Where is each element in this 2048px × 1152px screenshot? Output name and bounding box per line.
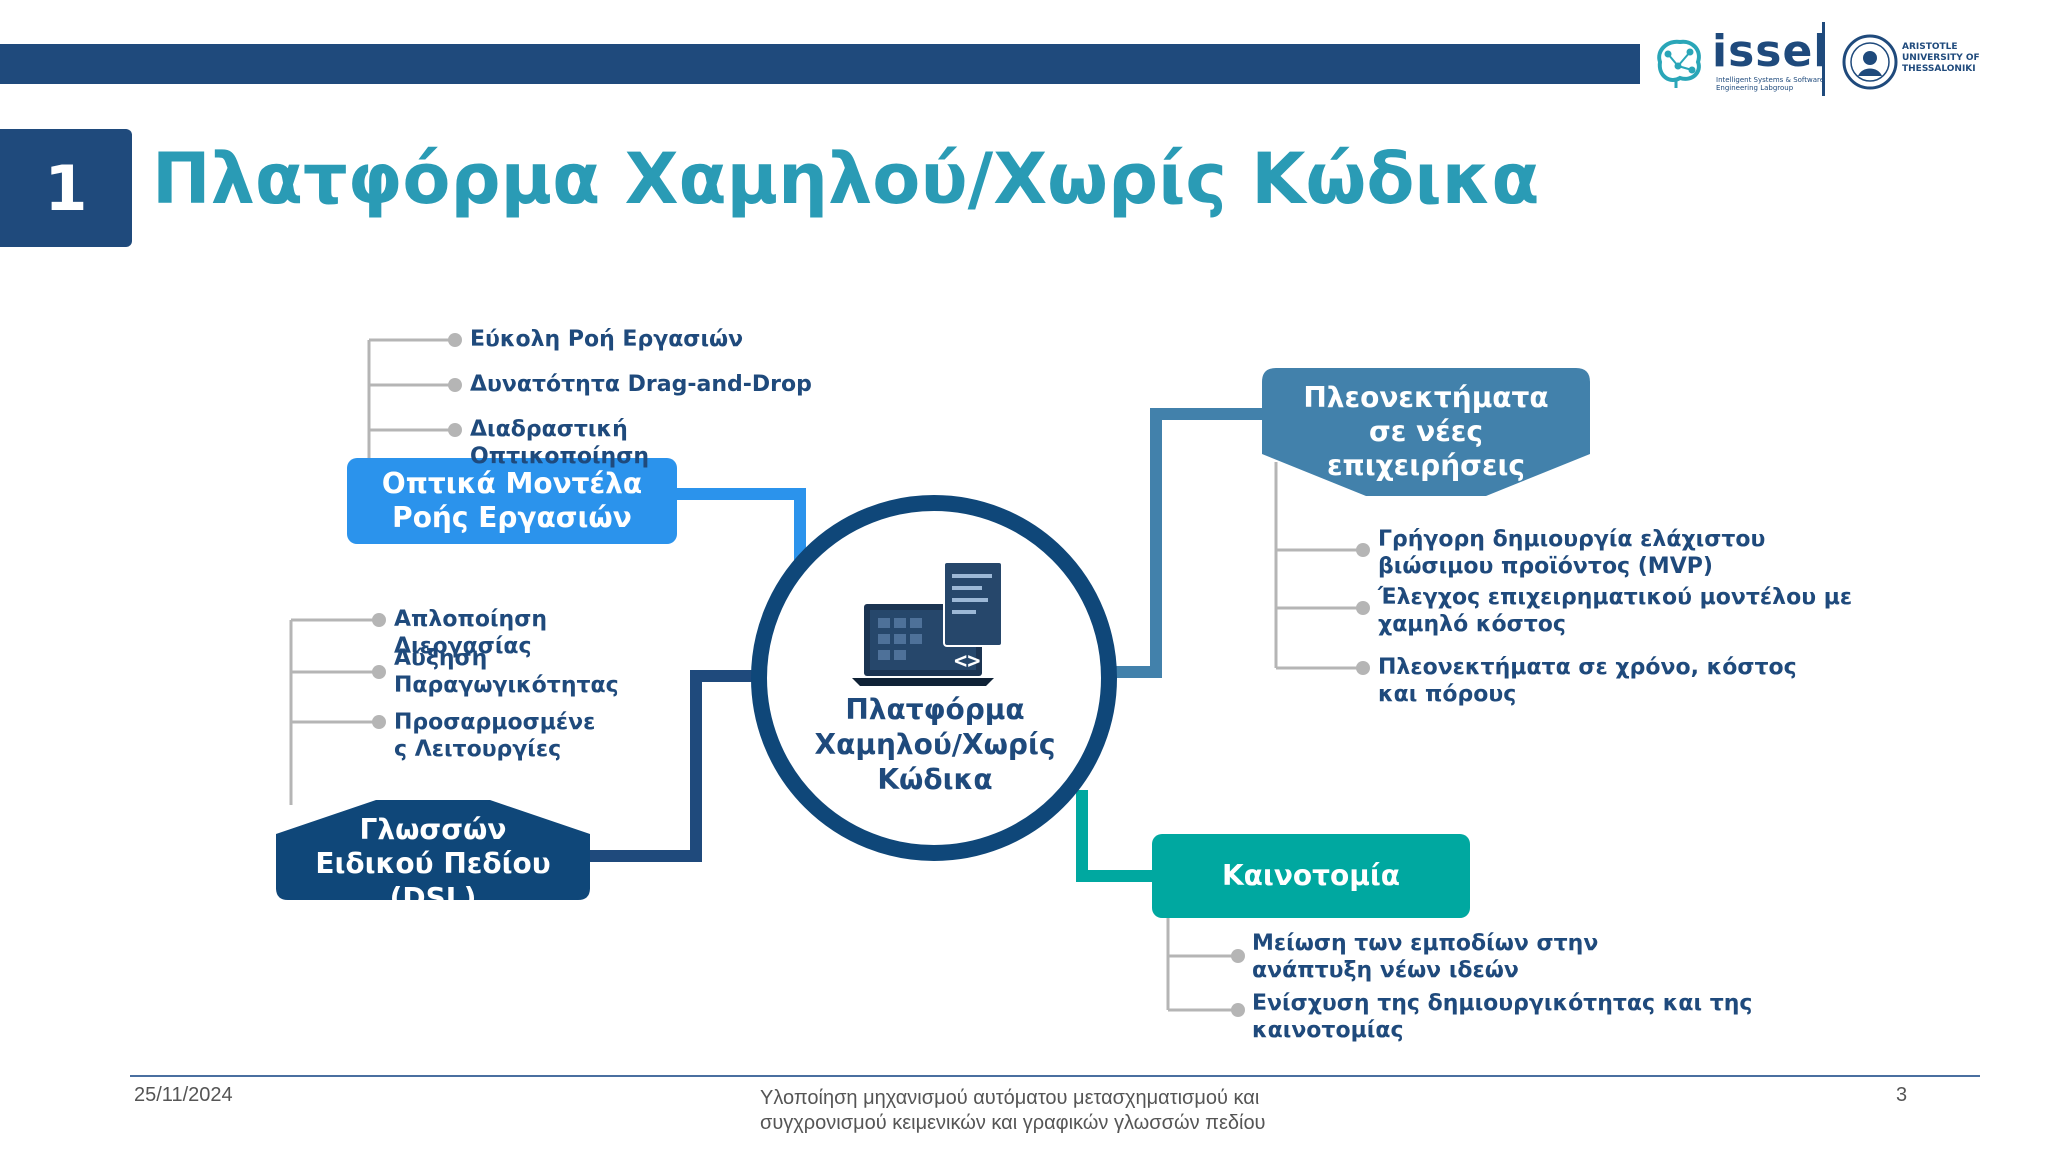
advantages-label: Πλεονεκτήματα σε νέες επιχειρήσεις <box>1303 381 1549 482</box>
advantages-item-1: Γρήγορη δημιουργία ελάχιστου βιώσιμου πρ… <box>1378 527 1766 579</box>
visual-item-3: Διαδραστική Οπτικοποίηση <box>470 417 650 469</box>
page-number: 3 <box>1896 1084 1908 1106</box>
advantages-item-3: Πλεονεκτήματα σε χρόνο, κόστος και πόρου… <box>1378 655 1797 707</box>
slide-number: 1 <box>0 129 132 247</box>
center-label: Πλατφόρμα Χαμηλού/Χωρίς Κώδικα <box>814 693 1056 796</box>
dsl-connector <box>590 670 762 862</box>
footer-caption: Υλοποίηση μηχανισμού αυτόματου μετασχημα… <box>760 1087 1266 1134</box>
issel-subtitle: Intelligent Systems & Software Engineeri… <box>1716 76 1825 92</box>
advantages-node[interactable]: Πλεονεκτήματα σε νέες επιχειρήσεις <box>1262 368 1590 496</box>
bullet-dots <box>372 333 1370 1017</box>
issel-logo-icon <box>1657 39 1701 88</box>
advantages-node-shape <box>1262 368 1590 496</box>
footer-date: 25/11/2024 <box>134 1084 233 1106</box>
header-bar <box>0 44 1640 84</box>
dsl-item-bracket <box>289 618 376 805</box>
university-seal-icon <box>1842 34 1898 90</box>
advantages-item-bracket <box>1274 462 1360 670</box>
visual-item-2: Δυνατότητα Drag-and-Drop <box>470 372 812 397</box>
dsl-item-2: Αύξηση Παραγωγικότητας <box>394 646 619 698</box>
advantages-item-2: Έλεγχος επιχειρηματικού μοντέλου με χαμη… <box>1378 585 1853 637</box>
innovation-item-2: Ενίσχυση της δημιουργικότητας και της κα… <box>1252 991 1753 1043</box>
logo-group: issel Intelligent Systems & Software Eng… <box>1650 22 1990 100</box>
advantages-connector <box>1094 408 1262 678</box>
innovation-item-1: Μείωση των εμποδίων στην ανάπτυξη νέων ι… <box>1252 931 1599 983</box>
dsl-node-shape <box>276 800 590 900</box>
laptop-code-icon: <> <box>852 561 1003 686</box>
svg-text:<>: <> <box>954 649 981 674</box>
visual-workflow-node[interactable]: Οπτικά Μοντέλα Ροής Εργασιών <box>347 458 677 544</box>
visual-workflow-label: Οπτικά Μοντέλα Ροής Εργασιών <box>381 467 643 534</box>
visual-item-1: Εύκολη Ροή Εργασιών <box>470 327 744 352</box>
university-name: ARISTOTLE UNIVERSITY OF THESSALONIKI <box>1902 42 1980 74</box>
footer-rule <box>130 1075 1980 1077</box>
logo-divider <box>1822 22 1825 96</box>
innovation-label: Καινοτομία <box>1221 859 1400 892</box>
dsl-label: Γλωσσών Ειδικού Πεδίου (DSL) <box>315 813 551 909</box>
page-title: Πλατφόρμα Χαμηλού/Χωρίς Κώδικα <box>152 138 1540 220</box>
dsl-item-3: Προσαρμοσμένε ς Λειτουργίες <box>394 710 596 762</box>
dsl-item-1: Απλοποίηση Διεργασίας <box>394 607 548 659</box>
innovation-connector <box>1076 790 1152 882</box>
innovation-item-bracket <box>1166 918 1234 1012</box>
innovation-node[interactable]: Καινοτομία <box>1152 834 1470 918</box>
visual-item-bracket <box>367 338 452 458</box>
issel-wordmark: issel <box>1712 26 1830 77</box>
visual-connector <box>677 488 806 578</box>
dsl-node[interactable]: Γλωσσών Ειδικού Πεδίου (DSL) <box>276 800 590 909</box>
